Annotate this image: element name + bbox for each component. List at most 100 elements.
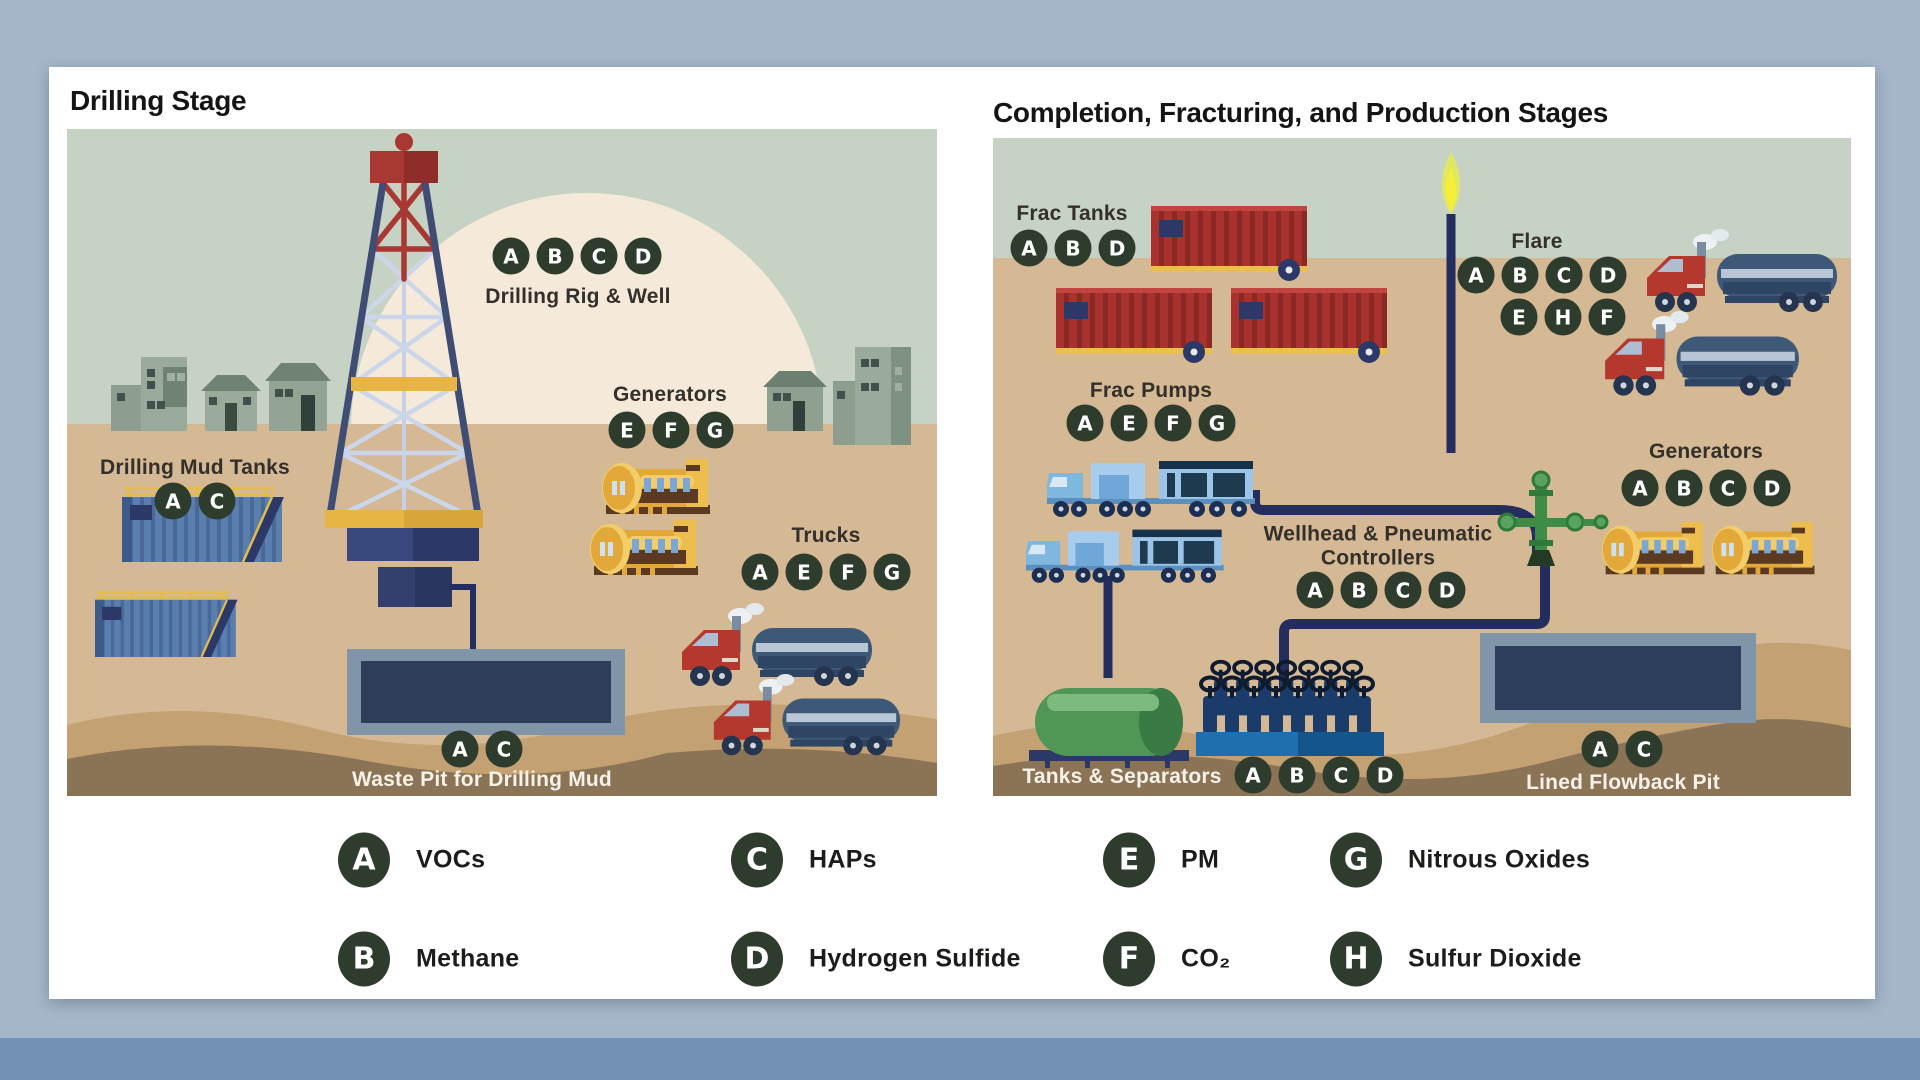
badge-a: A [1581,730,1619,768]
buildings-left [111,357,331,431]
tanks-separators-label: Tanks & Separators [1022,765,1222,788]
legend-label-a: VOCs [416,845,486,874]
badge-d: D [1366,756,1404,794]
wellhead-label: Wellhead & Pneumatic Controllers [1263,522,1493,569]
legend-badge-c: C [731,832,783,888]
completion-production-illustration [993,152,1851,796]
badge-a: A [1234,756,1272,794]
lined-flowback-pit-label: Lined Flowback Pit [1526,771,1720,794]
frac-tank-3 [1231,288,1387,363]
legend-badge-e: E [1103,832,1155,888]
legend-item-f: F CO₂ [1103,931,1231,987]
badge-a: A [154,482,192,520]
legend-label-h: Sulfur Dioxide [1408,944,1582,973]
badge-b: B [1665,469,1703,507]
badge-c: C [1545,256,1583,294]
generators-left-label: Generators [612,383,728,406]
badge-e: E [785,553,823,591]
frac-pumps-label: Frac Pumps [1089,379,1213,402]
legend-badge-a: A [338,832,390,888]
frac-tank-1 [1151,206,1307,281]
badge-c: C [1384,571,1422,609]
badge-a: A [441,730,479,768]
buildings-right [763,347,911,445]
badge-f: F [652,411,690,449]
badge-b: B [1501,256,1539,294]
badge-f: F [829,553,867,591]
legend-item-c: C HAPs [731,832,877,888]
mud-tank-2 [93,589,239,659]
flare [1442,152,1460,453]
flame-inner [1445,168,1457,211]
badge-c: C [1709,469,1747,507]
waste-pit-label: Waste Pit for Drilling Mud [352,768,612,791]
badge-c: C [580,237,618,275]
legend-label-c: HAPs [809,845,877,874]
badge-e: E [608,411,646,449]
drilling-stage-illustration [67,133,937,796]
badge-a: A [1296,571,1334,609]
ground-wave-dark [67,745,937,796]
right-panel-title: Completion, Fracturing, and Production S… [993,97,1608,128]
legend-badge-b: B [338,931,390,987]
legend-badge-h: H [1330,931,1382,987]
legend-label-b: Methane [416,944,520,973]
badge-d: D [1753,469,1791,507]
separators [1196,659,1384,756]
legend-item-e: E PM [1103,832,1220,888]
badge-g: G [696,411,734,449]
badge-d: D [1589,256,1627,294]
badge-a: A [1621,469,1659,507]
badge-c: C [1625,730,1663,768]
badge-a: A [1457,256,1495,294]
legend-badge-f: F [1103,931,1155,987]
badge-b: B [1340,571,1378,609]
badge-b: B [1278,756,1316,794]
badge-e: E [1110,404,1148,442]
badge-d: D [1098,229,1136,267]
drilling-mud-tanks-label: Drilling Mud Tanks [100,456,290,479]
badge-g: G [1198,404,1236,442]
badge-d: D [1428,571,1466,609]
legend-label-e: PM [1181,845,1220,874]
badge-h: H [1544,298,1582,336]
badge-a: A [1010,229,1048,267]
legend-label-f: CO₂ [1181,944,1231,973]
drilling-rig-well-label: Drilling Rig & Well [485,285,671,308]
generators-right-label: Generators [1648,440,1764,463]
legend-item-h: H Sulfur Dioxide [1330,931,1582,987]
page-footer-strip [0,1038,1920,1080]
legend-item-g: G Nitrous Oxides [1330,832,1591,888]
badge-e: E [1500,298,1538,336]
left-panel-title: Drilling Stage [70,85,247,116]
legend-item-d: D Hydrogen Sulfide [731,931,1021,987]
drilling-rig-derrick [325,133,483,654]
legend-badge-d: D [731,931,783,987]
legend-label-d: Hydrogen Sulfide [809,944,1021,973]
badge-c: C [485,730,523,768]
badge-f: F [1588,298,1626,336]
frac-tanks-label: Frac Tanks [1016,202,1128,225]
lined-flowback-pit [1480,633,1756,723]
badge-c: C [1322,756,1360,794]
wellhead [1497,470,1609,566]
badge-b: B [1054,229,1092,267]
badge-c: C [198,482,236,520]
storage-tank [1029,688,1189,768]
legend-label-g: Nitrous Oxides [1408,845,1591,874]
legend-badge-g: G [1330,832,1382,888]
trucks-label: Trucks [791,524,861,547]
